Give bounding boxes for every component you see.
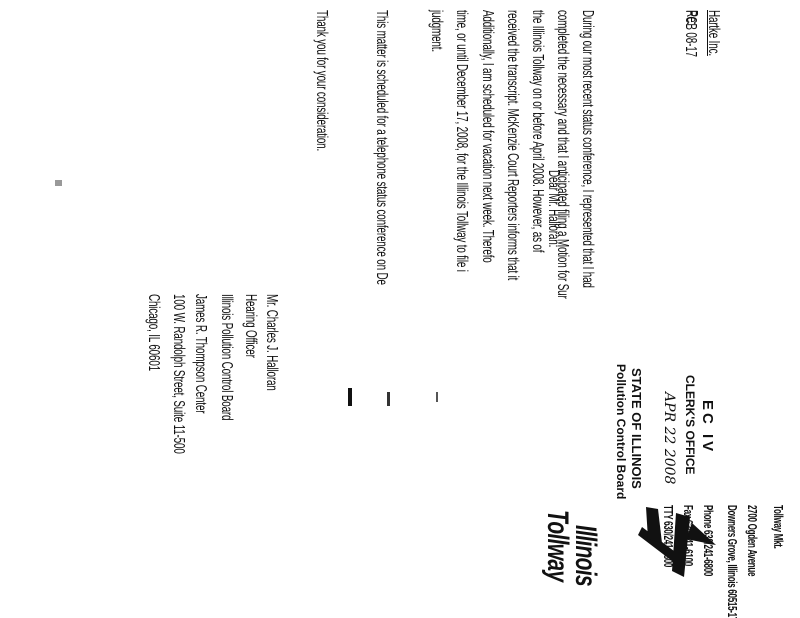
recipient-line: James R. Thompson Center [192,294,209,414]
body-line: received the transcript. McKenzie Court … [504,10,521,281]
body-line: completed the necessary and that I antic… [554,10,571,299]
body-line: Additionally, I am scheduled for vacatio… [479,10,496,263]
recipient-line: Mr. Charles J. Halloran [263,294,280,391]
body-line: judgment. [428,10,445,52]
stamp-board: Pollution Control Board [614,364,628,500]
re-number: PCB 08-17 [682,10,699,57]
re-case: Hartke Inc. [705,10,722,56]
recipient-line: Chicago, IL 60601 [145,294,162,371]
scan-artifact [436,392,438,402]
body-line: Thank you for your consideration. [313,10,330,152]
scan-artifact [387,392,390,406]
address-line: Downers Grove, Illinois 60515-1703 [725,505,740,618]
address-line: Tollway Mkt. [771,505,786,549]
scan-artifact [55,180,62,186]
logo-line-1: Illinois [569,525,602,586]
recipient-line: Hearing Officer [242,294,259,358]
stamp-clerk: CLERK'S OFFICE [683,375,697,475]
body-line: time, or until December 17, 2008, for th… [453,10,470,272]
recipient-line: Illinois Pollution Control Board [218,294,235,421]
stamp-state: STATE OF ILLINOIS [629,368,644,489]
body-line: This matter is scheduled for a telephone… [373,10,390,285]
logo-line-2: Tollway [541,510,574,582]
body-line: the Illinois Tollway on or before April … [529,10,546,253]
recipient-line: 100 W. Randolph Street, Suite 11-500 [170,294,187,454]
logo-mark-icon [638,507,716,577]
stamp-date: APR 22 2008 [661,392,677,485]
address-line: 2700 Ogden Avenue [745,505,760,577]
body-line: During our most recent status conference… [579,10,596,288]
scan-artifact [348,388,352,406]
stamp-received: EC IV [699,400,716,455]
